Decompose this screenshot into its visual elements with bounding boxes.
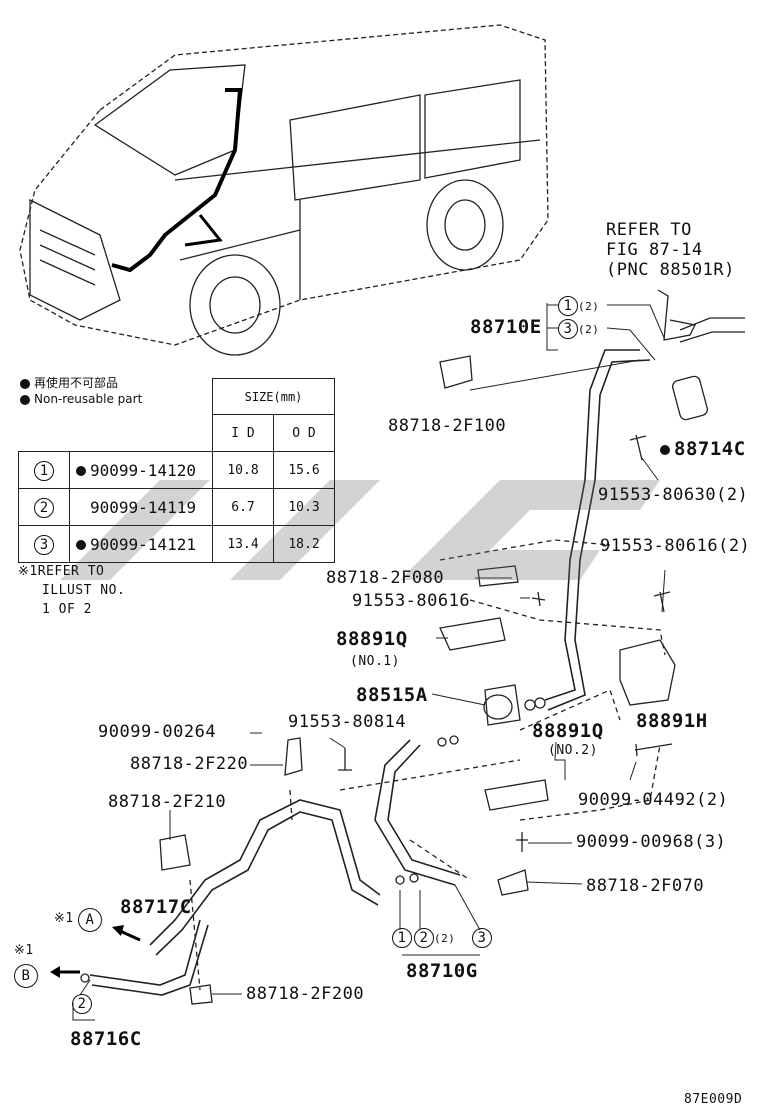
leader-lines (72, 303, 666, 1021)
pipe-88716c (89, 919, 209, 996)
label-88718-2f210[interactable]: 88718-2F210 (108, 792, 227, 812)
label-88710g[interactable]: 88710G (406, 960, 478, 982)
van-roof (19, 24, 549, 346)
pipe-88710g (374, 739, 461, 886)
label-88515a[interactable]: 88515A (356, 684, 428, 706)
label-88717c[interactable]: 88717C (120, 896, 192, 918)
van-front-wheel (189, 254, 281, 356)
bracket-88718-2f210 (159, 834, 191, 871)
label-no1: (NO.1) (350, 654, 400, 669)
bracket-88718-2f070 (497, 869, 529, 896)
pipe-88710e (544, 349, 640, 701)
label-no2: (NO.2) (548, 743, 598, 758)
label-91553-80814[interactable]: 91553-80814 (288, 712, 407, 732)
callout-3-top: 3(2) (558, 319, 599, 339)
bracket-88718-2f200 (189, 984, 213, 1005)
callout-1-top: 1(2) (558, 296, 599, 316)
ref-b-mark: ※1 (14, 943, 34, 958)
part-number: 90099-14120 (90, 460, 196, 480)
id-value: 10.8 (212, 451, 274, 489)
callout-1-bottom: 1 (392, 928, 412, 948)
ref-a-mark: ※1 (54, 911, 74, 926)
id-value: 13.4 (212, 525, 274, 563)
legend-jp: 再使用不可部品 (20, 374, 118, 391)
row-number: 2 (34, 497, 54, 518)
bracket-88718-2f100 (439, 355, 473, 389)
part-88714c (671, 375, 709, 421)
callout-2-bottom: 2(2) (414, 928, 455, 948)
refer-line2: FIG 87-14 (606, 240, 703, 260)
refer-line3: (PNC 88501R) (606, 260, 735, 280)
note-line2: ILLUST NO. (42, 583, 126, 598)
van-side-lines (174, 139, 541, 300)
fitting-upper (657, 289, 696, 341)
callout-3-bottom: 3 (472, 928, 492, 948)
label-91553-80616-2[interactable]: 91553-80616(2) (600, 536, 751, 556)
legend-en: Non-reusable part (20, 392, 142, 406)
row-number: 1 (34, 460, 54, 481)
label-90099-00264[interactable]: 90099-00264 (98, 722, 217, 742)
label-88891h[interactable]: 88891H (636, 710, 708, 732)
cover-88891q-2 (484, 779, 549, 811)
hose-size-table: SIZE(mm) I D O D 1 90099-14120 10.8 15.6… (18, 378, 335, 563)
ref-b[interactable]: B (14, 964, 38, 988)
bolt-91553-80814 (338, 748, 352, 771)
block-88891h (619, 639, 676, 706)
label-91553-80630[interactable]: 91553-80630(2) (598, 485, 749, 505)
label-88710e[interactable]: 88710E (470, 316, 542, 338)
table-row: 1 90099-14120 10.8 15.6 (18, 451, 335, 489)
refer-line1: REFER TO (606, 220, 692, 240)
table-row: 2 90099-14119 6.7 10.3 (18, 488, 335, 526)
label-88718-2f200[interactable]: 88718-2F200 (246, 984, 365, 1004)
van-rear-wheel (426, 179, 504, 271)
od-value: 18.2 (273, 525, 335, 563)
van-ac-pipe (111, 88, 243, 273)
id-header: I D (212, 414, 274, 452)
label-90099-04492[interactable]: 90099-04492(2) (578, 790, 729, 810)
pipe-88717c (149, 799, 381, 946)
non-reusable-icon (76, 466, 86, 476)
label-88891q-1[interactable]: 88891Q (336, 628, 408, 650)
part-number: 90099-14121 (90, 534, 196, 554)
label-91553-80616[interactable]: 91553-80616 (352, 591, 471, 611)
van-windshield (93, 64, 246, 176)
bolt-91553-80616-2 (653, 591, 671, 613)
od-value: 15.6 (273, 451, 335, 489)
valve-88515a (484, 684, 521, 726)
label-88716c[interactable]: 88716C (70, 1028, 142, 1050)
ref-a[interactable]: A (78, 908, 102, 932)
pipe-upper-right (679, 317, 745, 343)
label-88718-2f070[interactable]: 88718-2F070 (586, 876, 705, 896)
bolt-91553-80630 (629, 434, 647, 461)
non-reusable-icon (76, 540, 86, 550)
size-header: SIZE(mm) (212, 378, 335, 415)
label-88714c[interactable]: 88714C (660, 440, 746, 459)
bolt-90099-00968 (516, 832, 528, 852)
bracket-88718-2f080 (477, 565, 519, 587)
label-88891q-2[interactable]: 88891Q (532, 720, 604, 742)
od-value: 10.3 (273, 488, 335, 526)
van-side-windows (289, 79, 521, 201)
od-header: O D (273, 414, 335, 452)
bracket-88718-2f220 (284, 737, 303, 776)
bolt-90099-04492 (634, 743, 673, 757)
bolt-91553-80616 (531, 591, 546, 607)
label-90099-00968[interactable]: 90099-00968(3) (576, 832, 727, 852)
callout-2-left: 2 (72, 994, 92, 1014)
label-88718-2f100[interactable]: 88718-2F100 (388, 416, 507, 436)
van-grille (39, 229, 96, 286)
row-number: 3 (34, 534, 54, 555)
label-88718-2f080[interactable]: 88718-2F080 (326, 568, 445, 588)
figure-id: 87E009D (684, 1092, 743, 1107)
table-row: 3 90099-14121 13.4 18.2 (18, 525, 335, 563)
part-number: 90099-14119 (90, 497, 196, 517)
note-line3: 1 OF 2 (42, 602, 92, 617)
note-line1: ※1REFER TO (18, 564, 105, 579)
id-value: 6.7 (212, 488, 274, 526)
cover-88891q-1 (439, 617, 506, 651)
van-front (29, 198, 121, 321)
label-88718-2f220[interactable]: 88718-2F220 (130, 754, 249, 774)
